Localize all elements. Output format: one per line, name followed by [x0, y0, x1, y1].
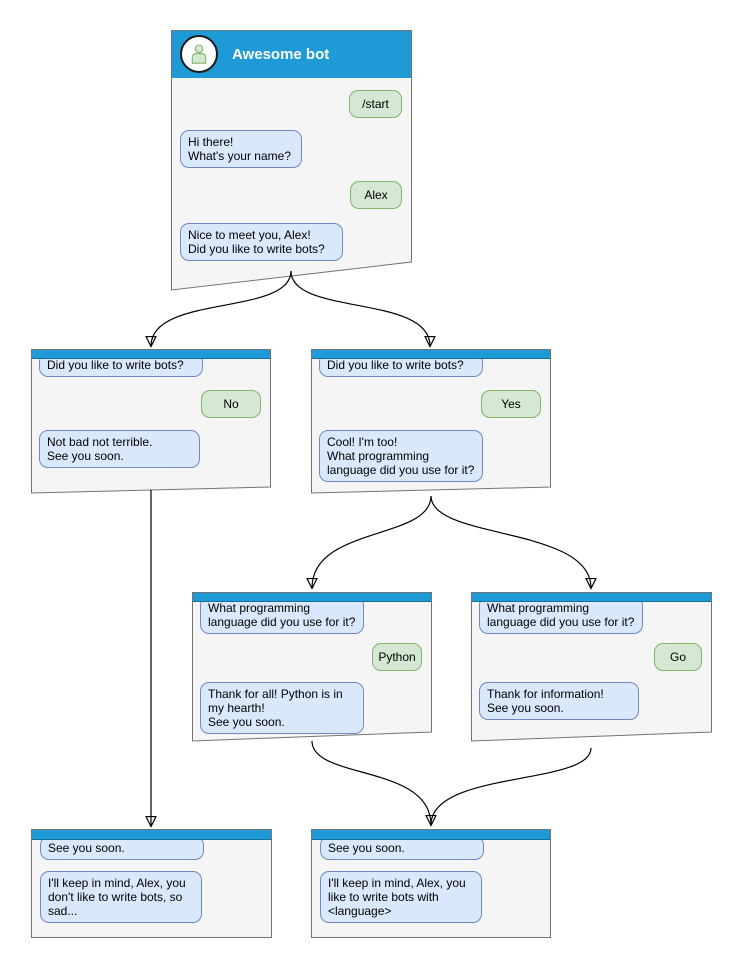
chat-window-titlebar: [192, 592, 432, 602]
bot-message-bubble: Hi there! What's your name?: [180, 130, 302, 168]
bot-message-bubble: I'll keep in mind, Alex, you don't like …: [40, 871, 202, 923]
bot-message-bubble: I'll keep in mind, Alex, you like to wri…: [320, 871, 482, 923]
user-message-bubble: No: [201, 390, 261, 418]
edge-go-to-end: [430, 747, 592, 826]
user-message-bubble: Python: [372, 643, 422, 671]
bot-message-bubble: Not bad not terrible. See you soon.: [39, 430, 200, 468]
chat-body: See you soon. I'll keep in mind, Alex, y…: [312, 836, 550, 937]
bot-message-bubble: See you soon.: [320, 836, 484, 860]
user-message-bubble: Alex: [350, 181, 402, 209]
chat-body: Did you like to write bots? No Not bad n…: [31, 353, 271, 494]
chat-body: /start Hi there! What's your name? Alex …: [171, 78, 412, 291]
chat-window-titlebar: [31, 349, 271, 359]
chat-window-titlebar: [471, 592, 712, 602]
chat-window-titlebar: Awesome bot: [171, 30, 412, 78]
chat-body: See you soon. I'll keep in mind, Alex, y…: [32, 836, 271, 937]
chat-window-branch-yes: Did you like to write bots? Yes Cool! I'…: [311, 349, 551, 494]
chat-window-titlebar: [32, 830, 271, 840]
chat-window-titlebar: [312, 830, 550, 840]
user-message-bubble: /start: [349, 90, 402, 118]
chat-window-go: What programming language did you use fo…: [471, 592, 712, 742]
bot-avatar: [180, 35, 218, 73]
chat-body: What programming language did you use fo…: [471, 596, 712, 742]
chat-window-titlebar: [311, 349, 551, 359]
edge-yes-to-go: [430, 495, 591, 588]
user-message-bubble: Yes: [481, 390, 541, 418]
chat-body: Did you like to write bots? Yes Cool! I'…: [311, 353, 551, 494]
person-icon: [191, 44, 207, 64]
chat-window-branch-no: Did you like to write bots? No Not bad n…: [31, 349, 271, 494]
edge-python-to-end: [311, 740, 431, 825]
chat-window-python: What programming language did you use fo…: [192, 592, 432, 742]
bot-message-bubble: Cool! I'm too! What programming language…: [319, 430, 483, 482]
chat-title: Awesome bot: [232, 45, 330, 63]
chat-window-end-no: See you soon. I'll keep in mind, Alex, y…: [31, 829, 272, 938]
user-message-bubble: Go: [654, 643, 702, 671]
bot-message-bubble: Thank for all! Python is in my hearth! S…: [200, 682, 364, 734]
chat-window-main: Awesome bot /start Hi there! What's your…: [171, 30, 412, 291]
bot-message-bubble: Thank for information! See you soon.: [479, 682, 639, 720]
bot-message-bubble: Nice to meet you, Alex! Did you like to …: [180, 223, 343, 261]
edge-yes-to-python: [312, 495, 432, 588]
chat-window-end-language: See you soon. I'll keep in mind, Alex, y…: [311, 829, 551, 938]
chat-body: What programming language did you use fo…: [192, 596, 432, 742]
